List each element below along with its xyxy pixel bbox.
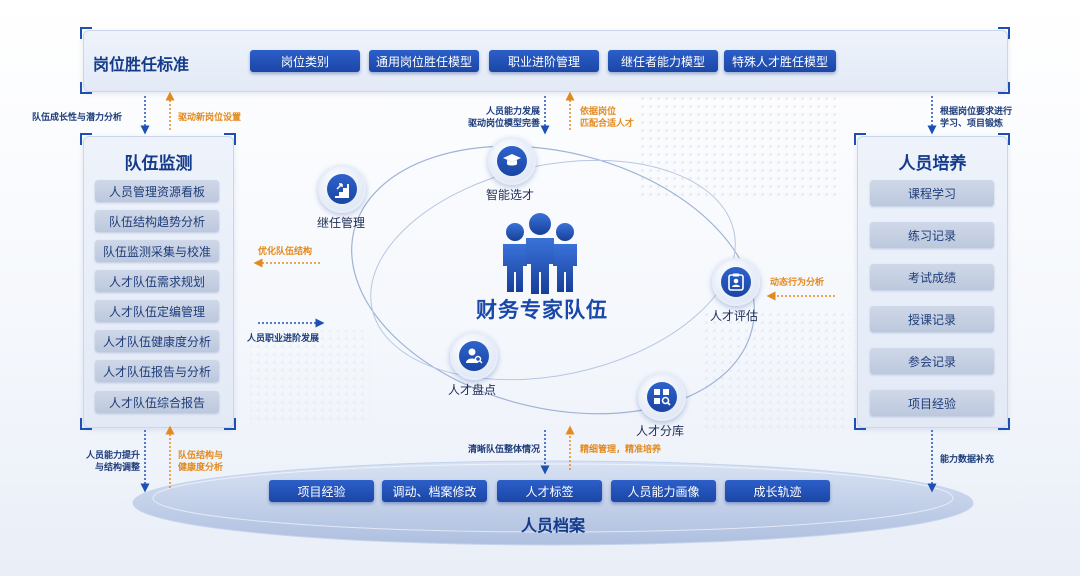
corner-mark [998, 27, 1010, 39]
note-training-req: 根据岗位要求进行 学习、项目锻炼 [940, 106, 1012, 130]
bottom-item[interactable]: 项目经验 [269, 480, 374, 502]
top-panel-title: 岗位胜任标准 [93, 55, 190, 74]
left-item[interactable]: 人才队伍综合报告 [95, 391, 219, 413]
right-item[interactable]: 项目经验 [870, 390, 994, 416]
node-classification[interactable] [638, 373, 686, 421]
user-search-icon [459, 341, 489, 371]
left-item[interactable]: 队伍监测采集与校准 [95, 240, 219, 262]
corner-mark [854, 133, 866, 145]
note-line: 与结构调整 [94, 463, 140, 473]
left-item[interactable]: 人才队伍报告与分析 [95, 360, 219, 382]
top-item-general-model[interactable]: 通用岗位胜任模型 [369, 50, 479, 72]
node-evaluation[interactable] [712, 258, 760, 306]
bottom-item[interactable]: 人才标签 [497, 480, 602, 502]
node-evaluation-label: 人才评估 [709, 309, 758, 323]
note-behavior-analysis: 动态行为分析 [770, 278, 825, 288]
note-line: 根据岗位要求进行 [940, 107, 1013, 117]
right-item[interactable]: 参会记录 [870, 348, 994, 374]
corner-mark [80, 133, 92, 145]
note-career-advance: 人员职业进阶发展 [247, 334, 320, 344]
right-item[interactable]: 考试成绩 [870, 264, 994, 290]
clipboard-user-icon [721, 267, 751, 297]
note-line: 驱动岗位模型完善 [467, 119, 540, 129]
stairs-arrow-icon [327, 174, 357, 204]
top-item-career-progress[interactable]: 职业进阶管理 [489, 50, 599, 72]
corner-mark [224, 418, 236, 430]
corner-mark [224, 133, 236, 145]
node-inventory-label: 人才盘点 [447, 383, 496, 397]
corner-mark [854, 418, 866, 430]
node-classification-label: 人才分库 [635, 424, 684, 438]
note-new-position: 驱动新岗位设置 [178, 113, 242, 123]
right-item[interactable]: 练习记录 [870, 222, 994, 248]
note-capability-dev: 人员能力发展 驱动岗位模型完善 [458, 106, 540, 130]
bottom-item[interactable]: 成长轨迹 [725, 480, 830, 502]
left-panel-title: 队伍监测 [124, 154, 193, 174]
bottom-item[interactable]: 人员能力画像 [611, 480, 716, 502]
node-selection[interactable] [488, 137, 536, 185]
team-figures-icon [503, 213, 577, 294]
left-item[interactable]: 人才队伍需求规划 [95, 270, 219, 292]
grid-search-icon [647, 382, 677, 412]
corner-mark [80, 82, 92, 94]
node-inventory[interactable] [450, 332, 498, 380]
note-health-analysis: 队伍结构与 健康度分析 [178, 450, 223, 474]
top-item-successor-model[interactable]: 继任者能力模型 [608, 50, 718, 72]
note-team-growth: 队伍成长性与潜力分析 [32, 113, 123, 123]
right-item[interactable]: 课程学习 [870, 180, 994, 206]
corner-mark [998, 82, 1010, 94]
left-item[interactable]: 人才队伍健康度分析 [95, 330, 219, 352]
right-panel-title: 人员培养 [898, 154, 967, 174]
node-succession[interactable] [318, 165, 366, 213]
note-capability-up: 人员能力提升 与结构调整 [62, 450, 140, 474]
note-line: 依据岗位 [580, 107, 617, 117]
bottom-item[interactable]: 调动、档案修改 [382, 480, 487, 502]
corner-mark [80, 27, 92, 39]
corner-mark [80, 418, 92, 430]
note-line: 人员能力发展 [485, 107, 540, 117]
note-line: 学习、项目锻炼 [940, 119, 1004, 129]
corner-mark [998, 418, 1010, 430]
top-item-special-model[interactable]: 特殊人才胜任模型 [724, 50, 836, 72]
left-item[interactable]: 人才队伍定编管理 [95, 300, 219, 322]
graduation-cap-icon [497, 146, 527, 176]
note-line: 人员能力提升 [85, 451, 140, 461]
note-team-overview: 清晰队伍整体情况 [467, 445, 540, 455]
note-capability-data: 能力数据补充 [940, 455, 995, 465]
right-item[interactable]: 授课记录 [870, 306, 994, 332]
note-line: 匹配合适人才 [580, 119, 635, 129]
note-line: 健康度分析 [178, 463, 224, 473]
note-optimize-structure: 优化队伍结构 [258, 247, 313, 257]
note-fine-management: 精细管理，精准培养 [580, 445, 662, 455]
note-line: 队伍结构与 [178, 451, 224, 461]
top-item-job-category[interactable]: 岗位类别 [250, 50, 360, 72]
node-succession-label: 继任管理 [316, 216, 365, 230]
center-title: 财务专家队伍 [476, 298, 608, 322]
note-match-talent: 依据岗位 匹配合适人才 [580, 106, 634, 130]
corner-mark [998, 133, 1010, 145]
left-item[interactable]: 队伍结构趋势分析 [95, 210, 219, 232]
left-item[interactable]: 人员管理资源看板 [95, 180, 219, 202]
bottom-title: 人员档案 [520, 516, 585, 535]
node-selection-label: 智能选才 [485, 188, 534, 202]
